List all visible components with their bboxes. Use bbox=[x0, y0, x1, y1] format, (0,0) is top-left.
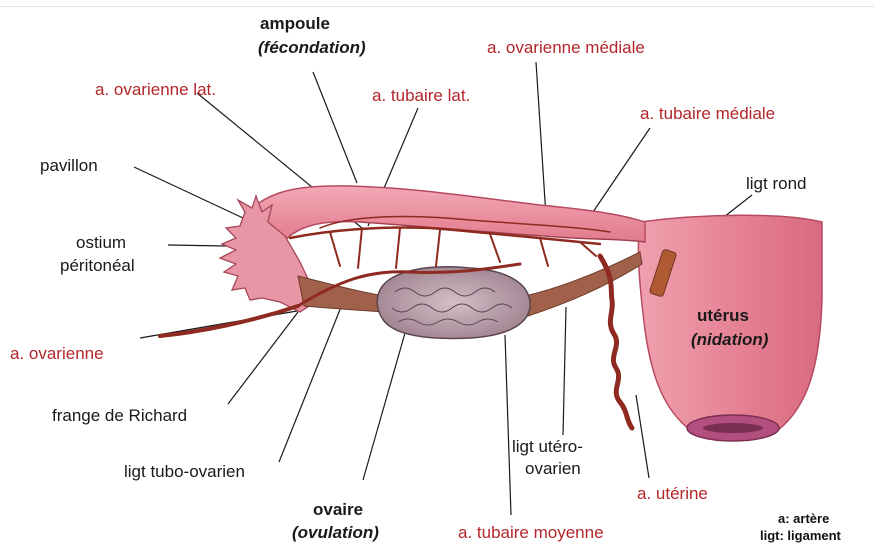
label-ligt-rond: ligt rond bbox=[746, 174, 806, 194]
label-a-ovarienne-lat: a. ovarienne lat. bbox=[95, 80, 216, 100]
label-ligt-utero-line1: ligt utéro- bbox=[512, 437, 583, 457]
label-pavillon: pavillon bbox=[40, 156, 98, 176]
label-a-ovarienne-mediale: a. ovarienne médiale bbox=[487, 38, 645, 58]
label-a-tubaire-mediale: a. tubaire médiale bbox=[640, 104, 775, 124]
label-frange-de-richard: frange de Richard bbox=[52, 406, 187, 426]
legend-line-ligament: ligt: ligament bbox=[760, 527, 841, 544]
label-ostium-line2: péritonéal bbox=[60, 256, 135, 276]
legend: a: artère ligt: ligament bbox=[760, 510, 841, 544]
label-ligt-tubo-ovarien: ligt tubo-ovarien bbox=[124, 462, 245, 482]
label-uterus: utérus bbox=[697, 306, 749, 326]
label-ostium-line1: ostium bbox=[76, 233, 126, 253]
label-ovaire-sub: (ovulation) bbox=[292, 523, 379, 543]
label-ampoule: ampoule bbox=[260, 14, 330, 34]
label-a-tubaire-moyenne: a. tubaire moyenne bbox=[458, 523, 604, 543]
label-a-uterine: a. utérine bbox=[637, 484, 708, 504]
label-uterus-sub: (nidation) bbox=[691, 330, 768, 350]
label-ampoule-sub: (fécondation) bbox=[258, 38, 366, 58]
legend-line-artery: a: artère bbox=[760, 510, 841, 527]
ovary-shape bbox=[377, 267, 530, 339]
uterus-shape bbox=[638, 215, 822, 441]
fallopian-tube bbox=[248, 186, 645, 260]
label-a-tubaire-lat: a. tubaire lat. bbox=[372, 86, 470, 106]
label-ovaire: ovaire bbox=[313, 500, 363, 520]
label-ligt-utero-line2: ovarien bbox=[525, 459, 581, 479]
label-a-ovarienne: a. ovarienne bbox=[10, 344, 104, 364]
